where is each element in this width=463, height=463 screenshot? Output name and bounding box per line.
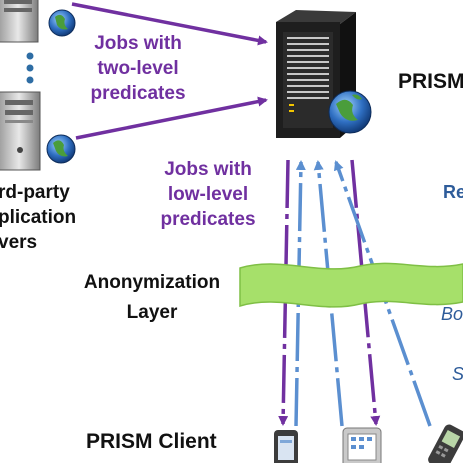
anonymization-band <box>239 262 463 308</box>
prism-client-label: PRISM Client <box>86 430 217 453</box>
third-party-server-top <box>0 0 76 43</box>
prism-server <box>276 10 372 138</box>
arrow-two-level-bottom <box>75 96 268 140</box>
smartphone-icon <box>274 430 298 463</box>
jobs-low-level-label: Jobs with low-level predicates <box>160 159 256 230</box>
third-party-server-bottom <box>0 91 76 171</box>
right-edge-label-re: Re <box>443 182 463 202</box>
jobs-two-level-label: Jobs with two-level predicates <box>90 33 186 104</box>
right-edge-label-bo: Bo <box>441 304 463 324</box>
third-party-servers-label: rd-party plication vers <box>0 182 77 253</box>
anonymization-layer-label: Anonymization Layer <box>83 272 221 323</box>
cellphone-icon <box>428 424 463 463</box>
arrow-two-level-top <box>71 2 268 46</box>
pda-icon <box>342 427 382 463</box>
prism-server-label: PRISM <box>398 70 463 93</box>
ellipsis-dots <box>26 52 34 84</box>
right-edge-label-s: S <box>452 364 463 384</box>
